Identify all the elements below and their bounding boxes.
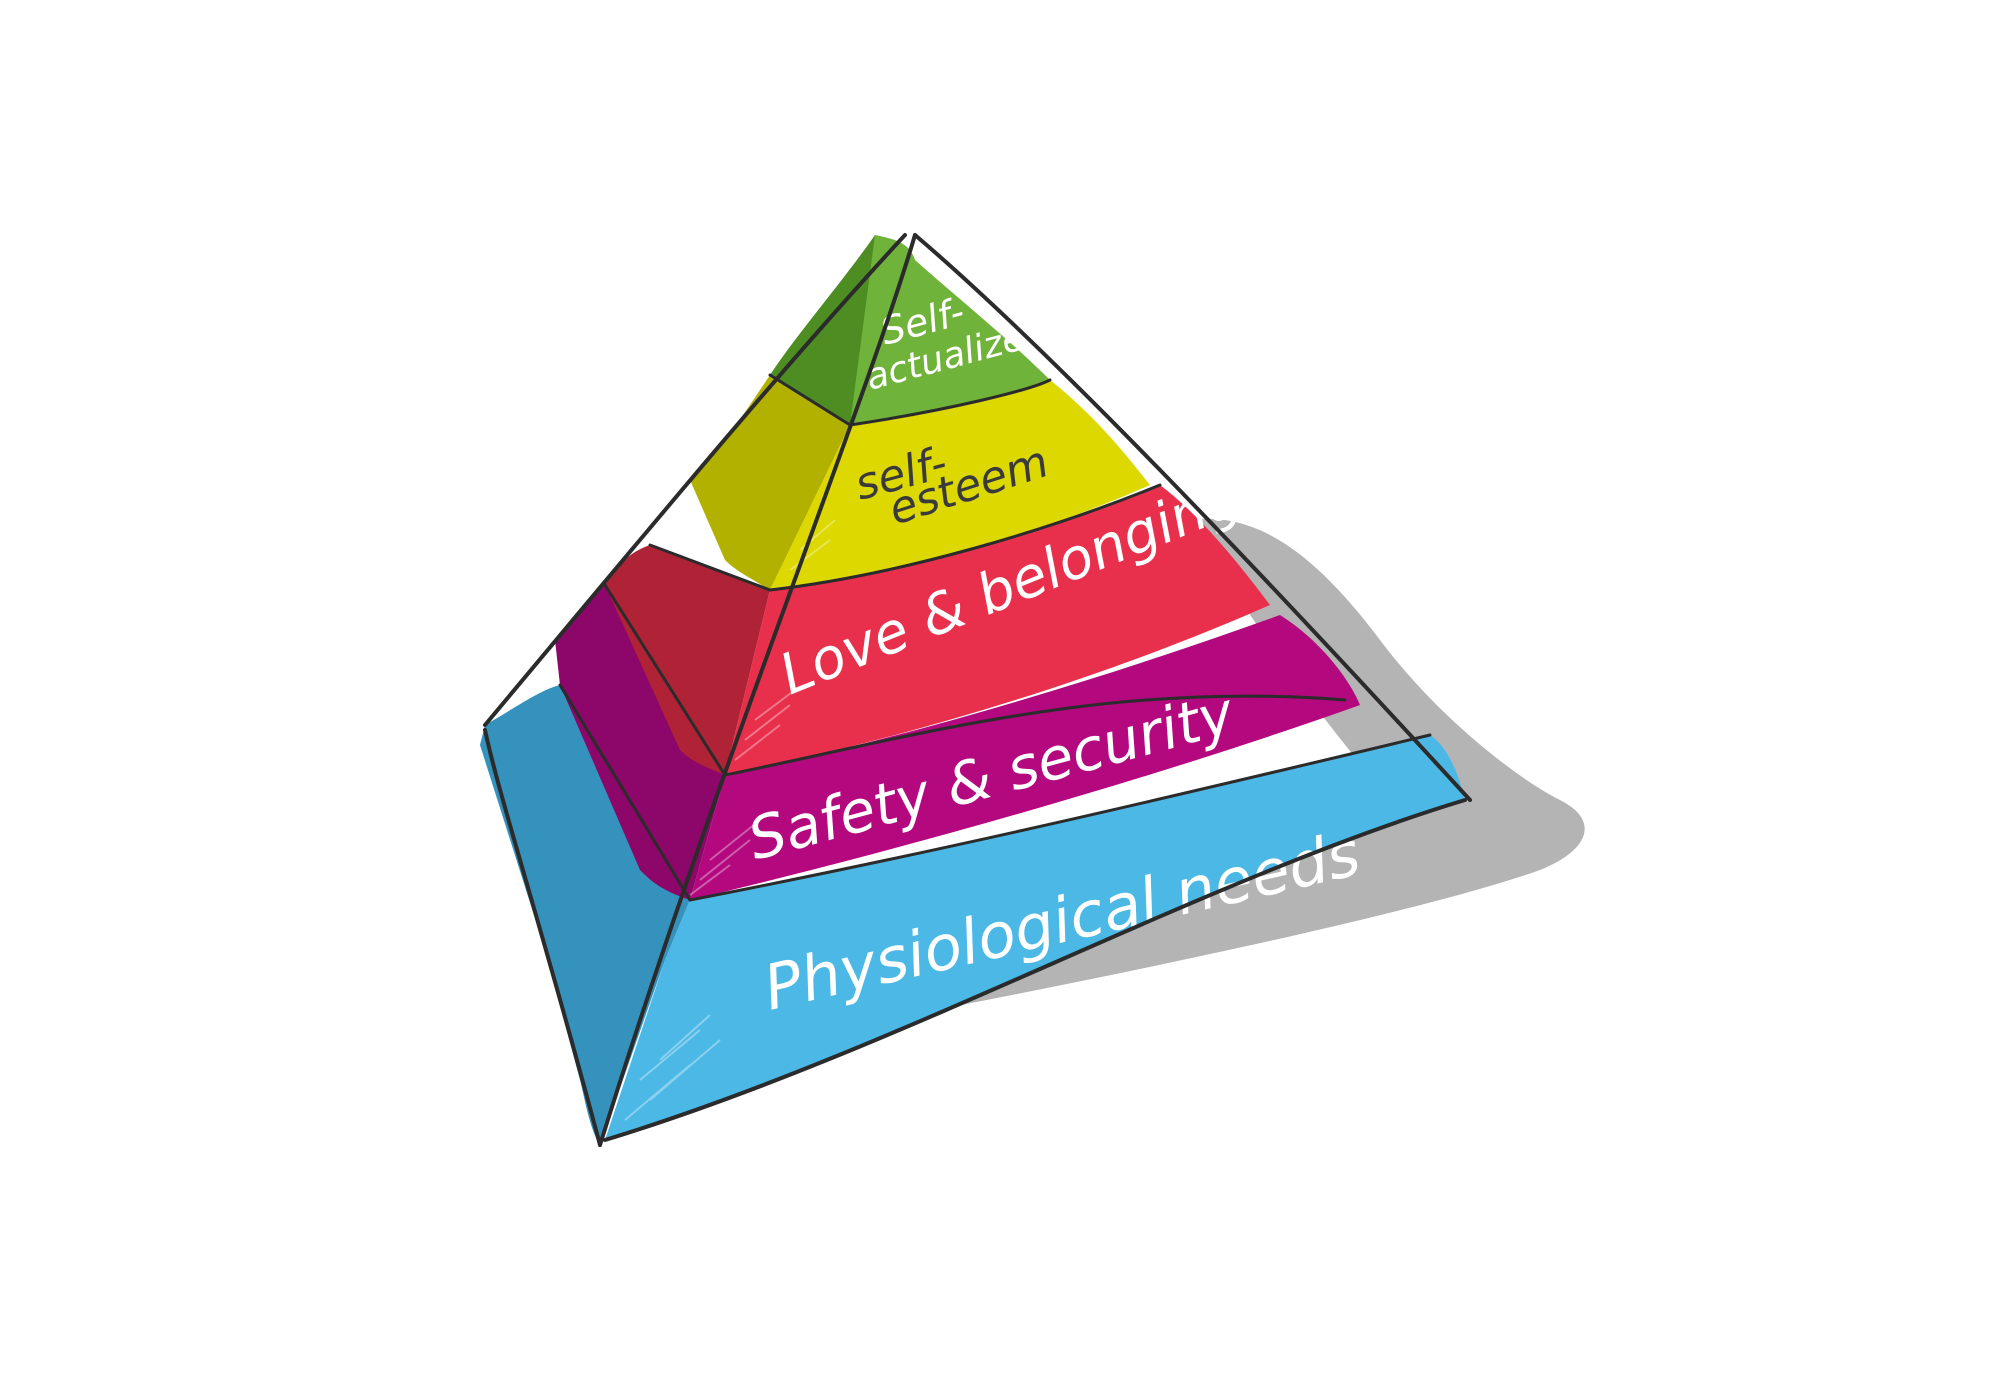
love-front-face xyxy=(725,485,1270,775)
physiological-front-face xyxy=(605,735,1465,1140)
esteem-side-face xyxy=(690,375,850,590)
love-side-face xyxy=(605,545,770,775)
physiological-hatching xyxy=(624,1014,721,1121)
level-self-esteem: self- esteem xyxy=(690,375,1150,590)
love-hatching xyxy=(734,689,796,761)
pyramid-shadow xyxy=(690,518,1585,1051)
level-physiological-needs: Physiological needs xyxy=(480,685,1465,1145)
safety-hatching xyxy=(689,819,761,896)
safety-front-face xyxy=(690,615,1360,900)
safety-side-face xyxy=(555,585,725,900)
level-self-actualize: Self- actualize xyxy=(770,235,1050,425)
pyramid-outline xyxy=(483,233,1472,1147)
esteem-front-face xyxy=(770,380,1150,590)
